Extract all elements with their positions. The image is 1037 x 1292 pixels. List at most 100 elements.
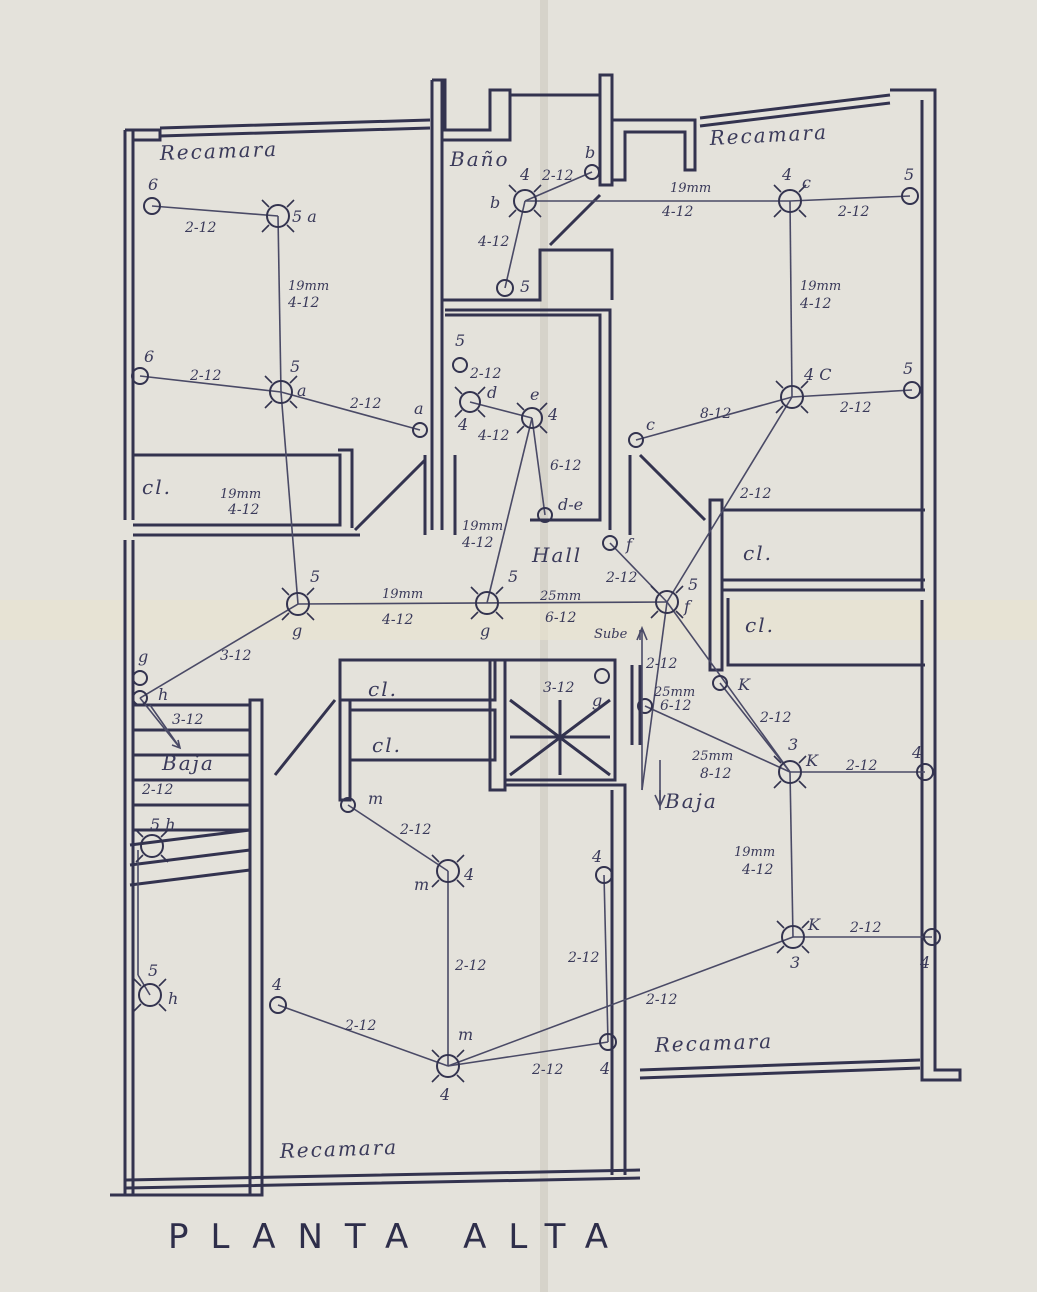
ceiling-light-icon (470, 586, 504, 620)
node-label: f (683, 597, 693, 616)
stair-label: Baja (161, 751, 215, 775)
circuit-label: 6-12 (550, 458, 582, 474)
window-south-east (639, 1058, 921, 1080)
switch-icon (594, 668, 610, 684)
node-label: b (585, 143, 595, 162)
arrow-down-icon (149, 704, 182, 750)
wiring (137, 171, 932, 1067)
room-labels: Recamara Recamara Recamara Recamara Baño… (142, 120, 829, 1163)
node-label: K (805, 751, 819, 770)
node-label: m (458, 1025, 473, 1044)
node-label: K (737, 675, 751, 694)
node-label: a (414, 399, 424, 418)
closet-label: cl. (745, 613, 775, 637)
conduit-size: 25mm (539, 589, 581, 604)
conduit-size: 19mm (800, 279, 841, 294)
wall-east-closet-2 (722, 588, 925, 667)
wire (297, 601, 668, 605)
wall-bath-south (442, 248, 614, 302)
circuit-label: 2-12 (605, 570, 638, 586)
node-label: 4 (457, 415, 468, 434)
conduit-wires: 8-12 (700, 766, 732, 782)
switch-icon (132, 690, 148, 706)
ceiling-light-icon (508, 184, 542, 218)
node-label: 6 (144, 347, 154, 366)
outlet-icon (143, 197, 161, 215)
outlet-icon (452, 357, 468, 373)
walls (110, 73, 962, 1197)
wall-west-closet-end (338, 448, 354, 528)
wire (447, 936, 794, 1067)
circuit-label: 2-12 (469, 366, 502, 382)
conduit-wires: 4-12 (741, 862, 774, 878)
conduit-size: 19mm (670, 181, 711, 196)
circuit-label: 2-12 (645, 656, 678, 672)
wire (791, 389, 913, 398)
node-label: 4 (439, 1085, 450, 1104)
conduit-wires: 4-12 (461, 535, 494, 551)
closet-label: cl. (372, 733, 402, 757)
conduit-size: 25mm (691, 749, 733, 764)
circuit-label: 8-12 (700, 406, 732, 422)
door-jamb-stair (630, 665, 642, 745)
wire (277, 215, 282, 393)
ceiling-light-icon (773, 184, 807, 218)
conduit-size: 19mm (462, 519, 503, 534)
node-label: 5 (688, 575, 698, 594)
node-label: 5 (455, 331, 465, 350)
conduit-wires: 4-12 (287, 295, 320, 311)
wire (447, 1041, 609, 1067)
circuit-label: 2-12 (399, 822, 432, 838)
ceiling-light-icon (431, 854, 465, 888)
node-label: g (480, 621, 490, 640)
node-label: m (414, 875, 429, 894)
node-label: 3 (788, 735, 798, 754)
circuit-label: 2-12 (839, 400, 872, 416)
node-label: g (292, 621, 302, 640)
door-swing-nw (353, 458, 427, 532)
page-title: PLANTA ALTA (168, 1217, 630, 1257)
window-north-west (159, 118, 431, 138)
room-label: Hall (531, 543, 582, 567)
stair-treads (133, 703, 250, 832)
stair-arrows (149, 625, 666, 808)
wall-central-closet-1 (338, 658, 497, 702)
switch-icon (712, 675, 728, 691)
switch-icon (637, 698, 653, 714)
circuit-label: 3-12 (172, 712, 204, 728)
wall-storage (445, 308, 612, 530)
outlet-icon (496, 279, 514, 297)
stair-door-swing (273, 699, 337, 776)
wire (486, 417, 533, 604)
room-label: Recamara (653, 1029, 773, 1057)
ceiling-light-icon (431, 1049, 465, 1083)
node-label: 3 (790, 953, 800, 972)
wall-stair-west (488, 658, 507, 792)
switch-icon (584, 164, 600, 180)
conduit-size: 19mm (288, 279, 329, 294)
ceiling-light-icon (133, 978, 167, 1012)
ceiling-light-icon (264, 375, 298, 409)
circuit-label: 4-12 (477, 234, 510, 250)
node-label: 5 h (150, 815, 176, 834)
ceiling-light-icon (454, 386, 486, 418)
circuit-label: 4-12 (477, 428, 510, 444)
closet-label: cl. (368, 677, 398, 701)
outlet-icon (901, 187, 919, 205)
circuit-label: 3-12 (220, 648, 252, 664)
node-label: 5 (290, 357, 300, 376)
wall-east-upper (890, 88, 937, 590)
node-label: 4 (463, 865, 474, 884)
node-label: 4 C (803, 365, 832, 384)
circuit-label: 2-12 (541, 168, 574, 184)
circuit-label: 2-12 (184, 220, 217, 236)
circuit-label: 2-12 (739, 486, 772, 502)
wall-bath-west (430, 80, 444, 530)
stair-label: Sube (594, 627, 628, 642)
wall-east-closet-divider (708, 498, 724, 672)
conduit-wires: 6-12 (545, 610, 577, 626)
conduit-wires: 4-12 (381, 612, 414, 628)
wire (151, 205, 279, 217)
node-label: 4 (781, 165, 792, 184)
room-label: Baño (449, 147, 510, 171)
